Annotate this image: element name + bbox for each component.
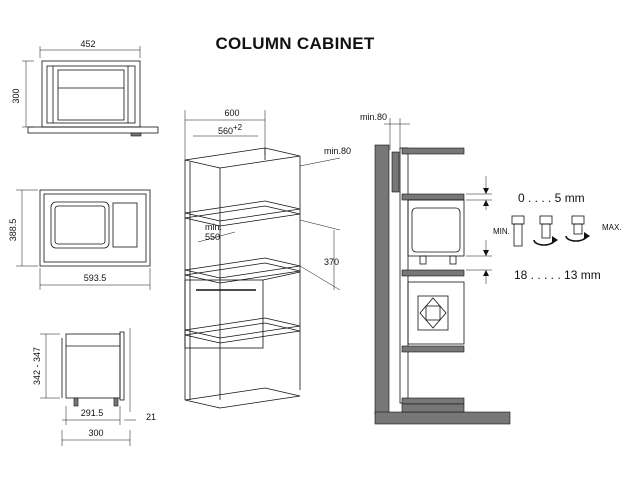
cabinet-min-gap-label: min.80 [324, 146, 351, 156]
side-height-label: 342 - 347 [32, 347, 42, 385]
cabinet-width-label: 600 [224, 108, 239, 118]
top-view: 452 300 [11, 39, 159, 137]
cabinet-inner-width-label: 560 [218, 126, 233, 136]
section-min-label: MIN. [493, 227, 510, 236]
section-max-label: MAX. [602, 223, 622, 232]
section-upper-range: 0 . . . . 5 mm [518, 191, 585, 205]
cabinet-inner-tolerance: +2 [233, 123, 243, 132]
top-height-label: 300 [11, 88, 21, 103]
side-view: 342 - 347 291.5 21 300 [32, 328, 156, 446]
cabinet-min-opening-label-2: 550 [205, 232, 220, 242]
front-width-label: 593.5 [84, 273, 107, 283]
cabinet-opening-height-label: 370 [324, 257, 339, 267]
front-view: 388.5 593.5 [8, 189, 151, 290]
top-width-label: 452 [80, 39, 95, 49]
section-lower-range: 18 . . . . . 13 mm [514, 268, 601, 282]
side-total-label: 300 [88, 428, 103, 438]
side-depth-label: 291.5 [81, 408, 104, 418]
section-view: min.80 0 . . . . 5 mm [360, 112, 622, 425]
front-height-label: 388.5 [8, 219, 18, 242]
section-min-gap-label: min.80 [360, 112, 387, 122]
side-offset-label: 21 [146, 412, 156, 422]
rotate-arrow-icon [533, 239, 555, 246]
column-cabinet: 600 560 +2 min.80 min. 550 370 [184, 108, 351, 409]
cabinet-min-opening-label-1: min. [205, 222, 222, 232]
rotate-arrow-icon [565, 235, 587, 242]
page-title: COLUMN CABINET [215, 34, 375, 53]
